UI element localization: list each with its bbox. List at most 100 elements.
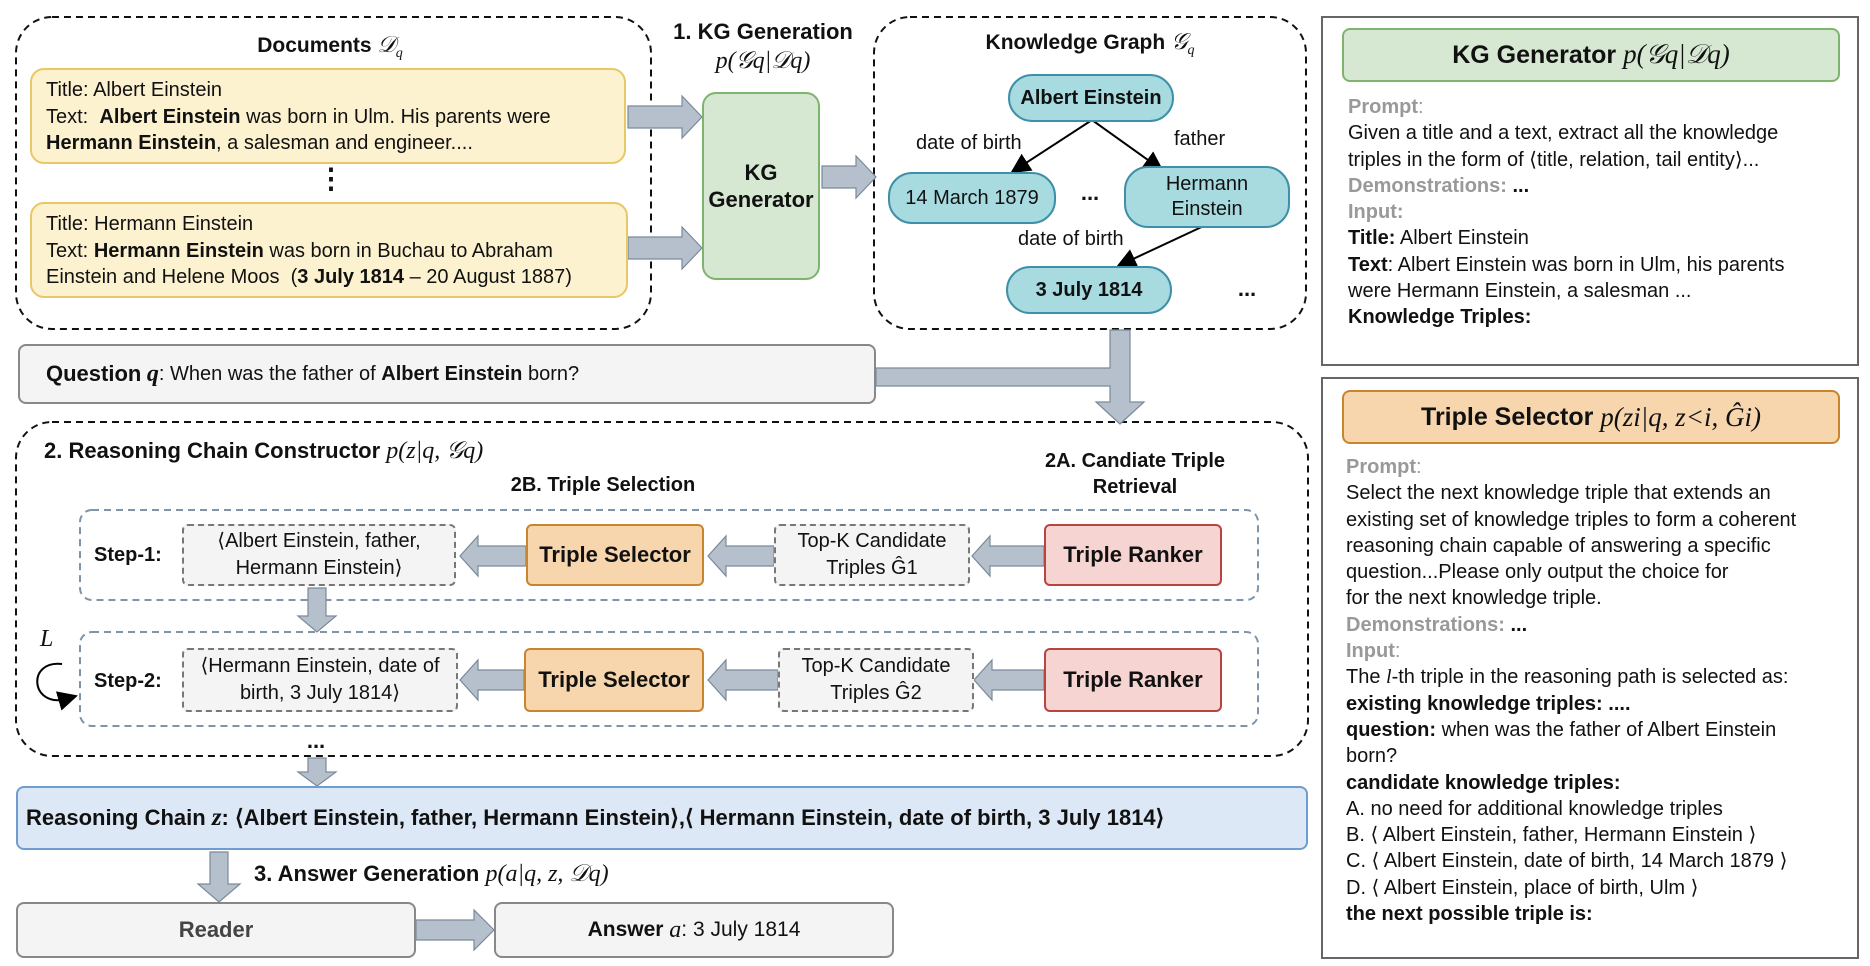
candidate-retrieval-line2: Retrieval <box>1092 476 1178 498</box>
step2-triple-line2: birth, 3 July 1814⟩ <box>239 682 401 704</box>
kg-demo-value: ... <box>1512 174 1530 197</box>
chain-colon: : <box>221 805 229 830</box>
kg-panel-title: KG Generator p(𝒢q|𝒟q) <box>1342 28 1840 82</box>
kg-panel-border <box>1321 16 1859 366</box>
kg-generation-formula: p(𝒢q|𝒟q) <box>715 48 811 74</box>
kg-panel-formula: p(𝒢q|𝒟q) <box>1623 39 1730 69</box>
arrow-selector-triple-2 <box>459 658 525 702</box>
ts-candidates-label: candidate knowledge triples: <box>1346 771 1621 794</box>
kg-input-label: Input <box>1348 201 1397 224</box>
chain-triple-1: ⟨Albert Einstein, father, Hermann Einste… <box>235 805 679 830</box>
reasoning-formula: p(z|q, 𝒢q) <box>386 438 484 464</box>
kg-text-label: Text <box>1348 253 1388 276</box>
answer-value: 3 July 1814 <box>692 918 801 941</box>
step2-triple: ⟨Hermann Einstein, date of birth, 3 July… <box>182 648 458 712</box>
reasoning-container <box>15 421 1309 757</box>
step1-triple-ranker: Triple Ranker <box>1044 524 1222 586</box>
kg-prompt-line2: triples in the form of ⟨title, relation,… <box>1348 148 1760 171</box>
node-hermann-line2: Einstein <box>1171 198 1243 220</box>
ts-question-line2: born? <box>1346 745 1398 768</box>
arrow-doc1-gen <box>627 94 703 140</box>
ts-question-label: question: <box>1346 718 1436 741</box>
node-albert-einstein: Albert Einstein <box>1008 74 1174 122</box>
doc2-bold2: 3 July 1814 <box>297 266 405 288</box>
doc2-text-label: Text: <box>46 239 89 262</box>
candidate-retrieval-line1: 2A. Candiate Triple <box>1044 450 1226 472</box>
ts-prompt-colon: : <box>1416 456 1422 478</box>
step1-candidates: Top-K Candidate Triples Ĝ1 <box>774 524 970 586</box>
kg-panel-title-text: KG Generator <box>1452 40 1617 69</box>
ts-panel-formula: p(zi|q, z<i, Ĝi) <box>1600 401 1761 432</box>
kg-demo-label: Demonstrations: <box>1348 174 1507 197</box>
ts-demo-value: ... <box>1510 613 1528 636</box>
step2-cand-line2: Triples Ĝ2 <box>830 682 922 704</box>
document-1: Title: Albert Einstein Text: Albert Eins… <box>30 68 626 164</box>
ts-prompt-line5: for the next knowledge triple. <box>1346 587 1602 610</box>
doc1-plain2: , a salesman and engineer.... <box>216 132 473 154</box>
document-2: Title: Hermann Einstein Text: Hermann Ei… <box>30 202 628 298</box>
kg-text-line1: : Albert Einstein was born in Ulm, his p… <box>1387 253 1785 276</box>
step1-cand-line1: Top-K Candidate <box>797 530 947 552</box>
reasoning-heading: 2. Reasoning Chain Constructor p(z|q, 𝒢q… <box>44 436 483 466</box>
kg-prompt-colon: : <box>1418 96 1424 118</box>
chain-var: z <box>211 804 222 831</box>
answer-colon: : <box>681 918 688 941</box>
arrow-cand-selector-2 <box>707 658 779 702</box>
ts-option-b: B. ⟨ Albert Einstein, father, Hermann Ei… <box>1346 824 1757 847</box>
ts-question-line1: when was the father of Albert Einstein <box>1441 718 1777 741</box>
doc1-title-value: Albert Einstein <box>93 79 223 101</box>
node-hermann-einstein: Hermann Einstein <box>1124 166 1290 228</box>
doc2-bold1: Hermann Einstein <box>93 239 264 262</box>
documents-title: Documents 𝒟q <box>160 32 500 67</box>
kg-title-value: Albert Einstein <box>1399 227 1529 250</box>
kg-title: Knowledge Graph 𝒢q <box>920 28 1260 65</box>
step1-triple-line1: ⟨Albert Einstein, father, <box>217 530 421 552</box>
kg-triples-label: Knowledge Triples: <box>1348 306 1532 329</box>
documents-symbol: 𝒟 <box>377 32 396 57</box>
ts-input-colon: : <box>1394 640 1401 663</box>
question-var: q <box>146 360 159 387</box>
doc1-title-label: Title: <box>46 79 89 101</box>
kg-generator-line2: Generator <box>708 187 814 212</box>
step1-row <box>79 509 1259 601</box>
answer-var: a <box>669 916 682 943</box>
step2-candidates: Top-K Candidate Triples Ĝ2 <box>778 648 974 712</box>
question-label: Question <box>46 361 142 386</box>
ts-panel-title: Triple Selector p(zi|q, z<i, Ĝi) <box>1342 390 1840 444</box>
reader-box: Reader <box>16 902 416 958</box>
node-hermann-line1: Hermann <box>1165 173 1249 195</box>
ts-input-l1b: -th triple in the reasoning path is sele… <box>1391 666 1789 689</box>
kg-prompt-label: Prompt <box>1348 96 1418 118</box>
ts-input-label: Input <box>1346 640 1395 663</box>
step2-triple-line1: ⟨Hermann Einstein, date of <box>200 655 440 677</box>
arrow-step1-step2 <box>296 587 338 633</box>
edge-label-father: father <box>1174 128 1226 150</box>
answer-label: Answer <box>587 918 664 941</box>
documents-subscript: q <box>395 46 403 62</box>
documents-container <box>15 16 652 330</box>
edge-label-dob1: date of birth <box>916 132 1022 154</box>
node-14-march-1879: 14 March 1879 <box>888 172 1056 224</box>
reasoning-heading-text: 2. Reasoning Chain Constructor <box>44 438 381 463</box>
kg-input-colon: : <box>1396 201 1404 224</box>
step2-triple-selector: Triple Selector <box>524 648 704 712</box>
reasoning-chain-box: Reasoning Chain z: ⟨Albert Einstein, fat… <box>16 786 1308 850</box>
arrow-ranker-cand-2 <box>973 658 1045 702</box>
kg-ellipsis-2: ... <box>1237 276 1257 301</box>
ts-option-d: D. ⟨ Albert Einstein, place of birth, Ul… <box>1346 876 1699 899</box>
ts-option-a: A. no need for additional knowledge trip… <box>1346 797 1723 820</box>
doc1-text-label: Text: <box>46 105 89 128</box>
ts-input-l1a: The <box>1346 666 1381 689</box>
ts-prompt-line3: reasoning chain capable of answering a s… <box>1346 534 1771 557</box>
step2-row <box>79 631 1259 727</box>
question-box: Question q: When was the father of Alber… <box>18 344 876 404</box>
step1-cand-line2: Triples Ĝ1 <box>826 557 918 579</box>
ts-next-label: the next possible triple is: <box>1346 903 1593 926</box>
kg-panel-body: Prompt: Given a title and a text, extrac… <box>1348 94 1848 331</box>
arrow-reader-answer <box>415 908 495 952</box>
chain-triple-2: ⟨ Hermann Einstein, date of birth, 3 Jul… <box>684 805 1165 830</box>
question-text2: born? <box>527 362 580 385</box>
doc1-bold1: Albert Einstein <box>99 105 241 128</box>
question-text1: When was the father of <box>170 362 376 385</box>
edge-father <box>1091 119 1164 172</box>
